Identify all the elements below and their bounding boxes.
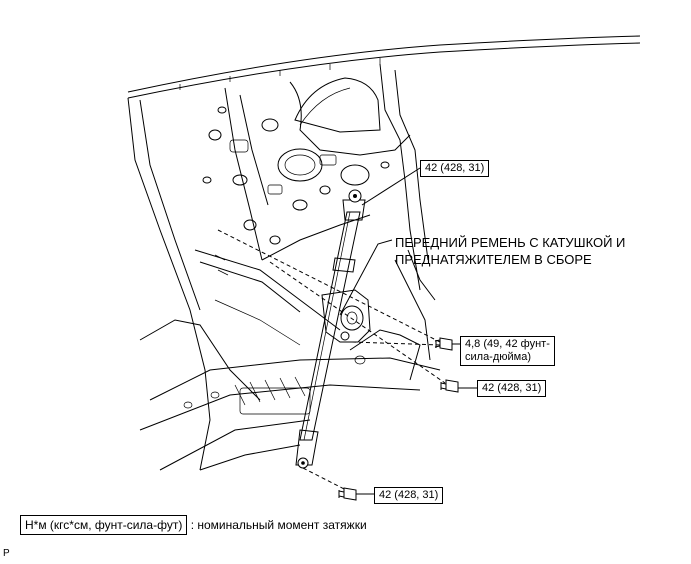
retractor-torque-line-1: 4,8 (49, 42 фунт- bbox=[465, 338, 550, 350]
assembly-name-line-1: ПЕРЕДНИЙ РЕМЕНЬ С КАТУШКОЙ И bbox=[395, 235, 626, 250]
seat-belt-webbing bbox=[295, 189, 371, 469]
installation-lines bbox=[217, 229, 446, 493]
lower-anchor-bolt bbox=[338, 487, 357, 501]
corner-mark: P bbox=[3, 548, 10, 559]
retractor-bolt bbox=[434, 337, 453, 351]
bolts bbox=[338, 337, 459, 501]
leader-lines bbox=[339, 167, 477, 495]
torque-legend: Н*м (кгс*см, фунт-сила-фут) : номинальны… bbox=[20, 515, 367, 535]
assembly-name-label: ПЕРЕДНИЙ РЕМЕНЬ С КАТУШКОЙ И ПРЕДНАТЯЖИТ… bbox=[395, 234, 625, 268]
middle-bolt-torque-label: 42 (428, 31) bbox=[477, 380, 547, 397]
b-pillar-panel bbox=[127, 63, 429, 471]
lower-anchor-torque-label: 42 (428, 31) bbox=[374, 487, 444, 504]
legend-unit-box: Н*м (кгс*см, фунт-сила-фут) bbox=[20, 515, 188, 535]
retractor-bolt-torque-label: 4,8 (49, 42 фунт- сила-дюйма) bbox=[460, 336, 555, 366]
retractor-torque-line-2: сила-дюйма) bbox=[465, 351, 531, 363]
upper-anchor-torque-label: 42 (428, 31) bbox=[420, 160, 490, 177]
roof-outline bbox=[127, 35, 641, 99]
middle-bolt bbox=[440, 379, 459, 393]
legend-description: : номинальный момент затяжки bbox=[190, 518, 367, 532]
floor-sill bbox=[139, 249, 441, 471]
assembly-name-line-2: ПРЕДНАТЯЖИТЕЛЕМ В СБОРЕ bbox=[395, 252, 592, 267]
